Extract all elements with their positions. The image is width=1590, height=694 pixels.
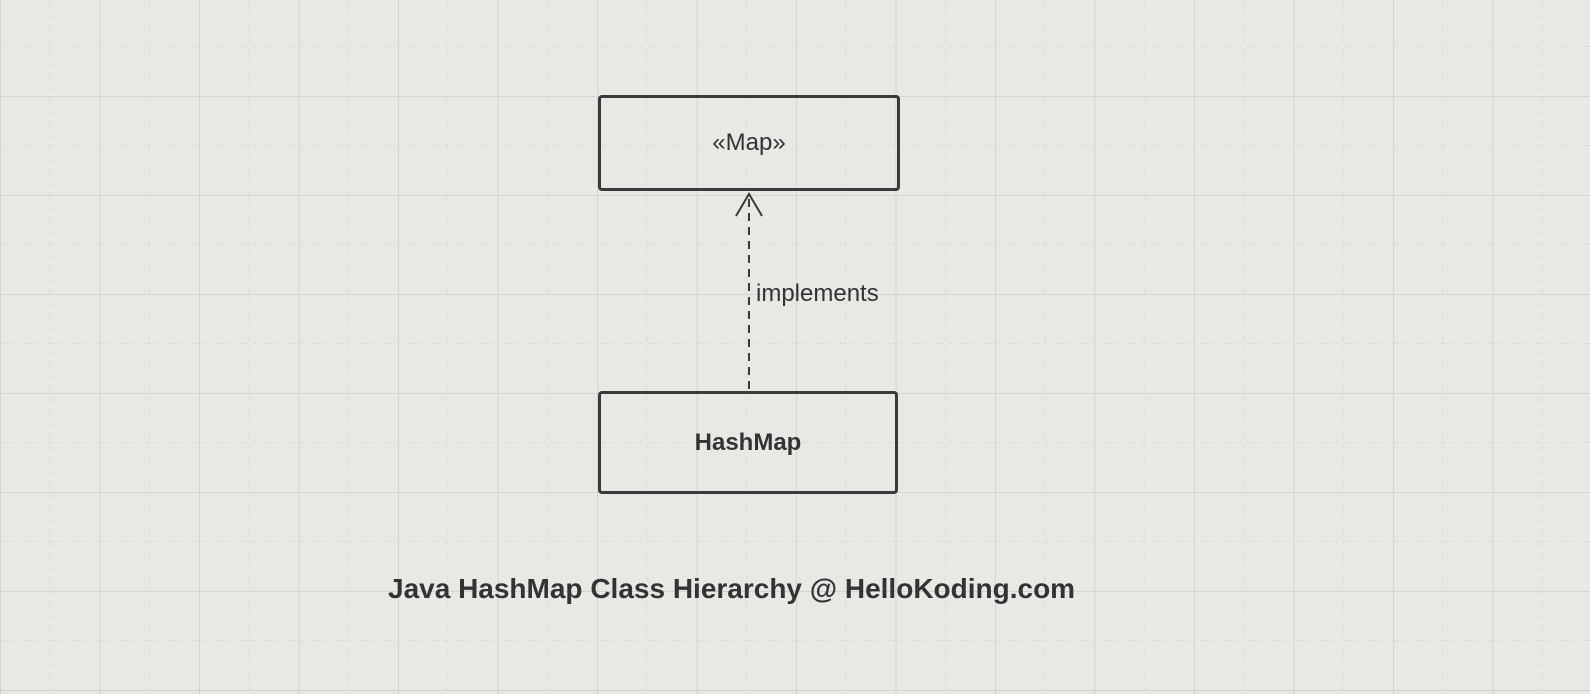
implements-arrowhead-icon — [735, 192, 763, 217]
map-interface-label: «Map» — [712, 129, 786, 156]
implements-edge-label: implements — [756, 280, 879, 307]
diagram-caption: Java HashMap Class Hierarchy @ HelloKodi… — [388, 573, 1076, 604]
map-interface-box: «Map» — [598, 95, 900, 191]
hashmap-class-label: HashMap — [694, 428, 802, 456]
hashmap-class-box: HashMap — [598, 391, 898, 494]
